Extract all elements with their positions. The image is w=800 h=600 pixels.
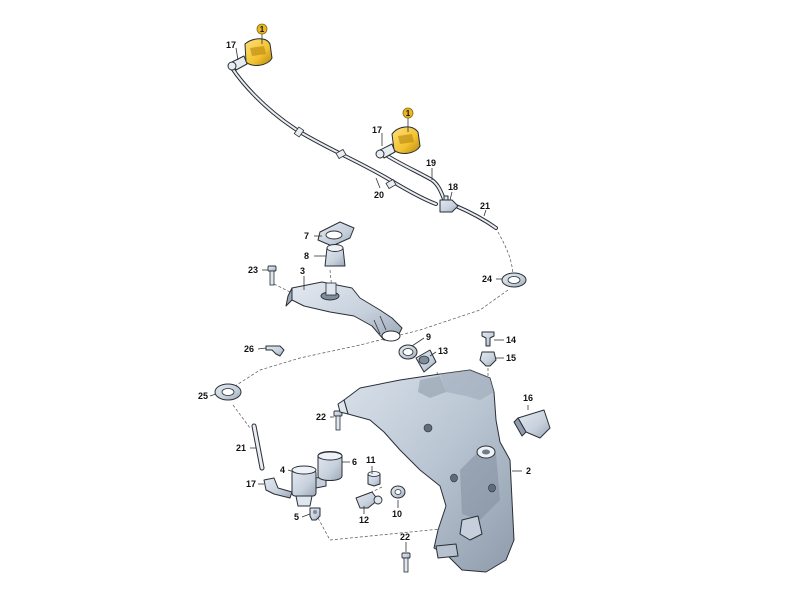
- callout-17-top-right: 17: [372, 125, 382, 135]
- leader-lines: [209, 34, 529, 552]
- callout-23: 23: [248, 265, 258, 275]
- callout-18: 18: [448, 182, 458, 192]
- callout-25: 25: [198, 391, 208, 401]
- callout-26: 26: [244, 344, 254, 354]
- clip-14: [481, 331, 495, 347]
- washer-pump-4: [291, 465, 327, 507]
- washer-nozzle-1-left: [227, 38, 273, 71]
- filler-neck-3: [285, 281, 403, 342]
- sensor-12: [355, 491, 383, 509]
- grommet-ring-25: [214, 383, 242, 401]
- callout-badge-1-left: [256, 23, 268, 35]
- elbow-connector-17-lower: [263, 477, 293, 499]
- callout-22-lower: 22: [400, 532, 410, 542]
- callout-17-lower: 17: [246, 479, 256, 489]
- callout-21-upper: 21: [480, 201, 490, 211]
- seal-7: [317, 221, 355, 247]
- grommet-10: [390, 485, 406, 499]
- callout-16: 16: [523, 393, 533, 403]
- grommet-15: [479, 351, 497, 367]
- t-connector-18: [439, 195, 459, 213]
- screw-23: [267, 265, 277, 286]
- callout-2: 2: [526, 466, 531, 476]
- screw-5: [309, 507, 321, 521]
- callout-21-lower: 21: [236, 443, 246, 453]
- callout-9: 9: [426, 332, 431, 342]
- bracket-16: [513, 409, 551, 439]
- callout-labels: 1 1 17 17 17 19 18 20 21 21 7 8 23 3 24 …: [198, 23, 533, 542]
- callout-17-top-left: 17: [226, 40, 236, 50]
- callout-8: 8: [304, 251, 309, 261]
- callout-19: 19: [426, 158, 436, 168]
- plug-11: [367, 471, 381, 487]
- seal-ring-9: [398, 344, 418, 360]
- callout-4: 4: [280, 465, 285, 475]
- washer-nozzle-1-right: [375, 126, 421, 159]
- hose-20: [230, 66, 438, 206]
- callout-badge-1-right: [402, 107, 414, 119]
- screw-22-upper: [333, 410, 343, 431]
- callout-1-right: 1: [406, 109, 411, 118]
- callout-20: 20: [374, 190, 384, 200]
- callout-24: 24: [482, 274, 492, 284]
- hose-21-lower: [251, 423, 265, 471]
- callout-15: 15: [506, 353, 516, 363]
- screw-22-lower: [401, 552, 411, 573]
- pump-seal-6: [317, 451, 343, 481]
- grommet-13: [415, 349, 437, 373]
- callout-1-left: 1: [260, 25, 265, 34]
- callout-14: 14: [506, 335, 516, 345]
- callout-10: 10: [392, 509, 402, 519]
- callout-13: 13: [438, 346, 448, 356]
- callout-22-upper: 22: [316, 412, 326, 422]
- washer-reservoir-2: [337, 369, 515, 573]
- hose-clips: [293, 126, 397, 190]
- callout-6: 6: [352, 457, 357, 467]
- bracket-26: [265, 345, 285, 357]
- callout-5: 5: [294, 512, 299, 522]
- callout-7: 7: [304, 231, 309, 241]
- callout-11: 11: [366, 455, 376, 465]
- grommet-ring-24: [501, 272, 527, 288]
- hose-21-upper: [454, 204, 498, 230]
- grommet-8: [324, 244, 346, 267]
- callout-12: 12: [359, 515, 369, 525]
- callout-3: 3: [300, 266, 305, 276]
